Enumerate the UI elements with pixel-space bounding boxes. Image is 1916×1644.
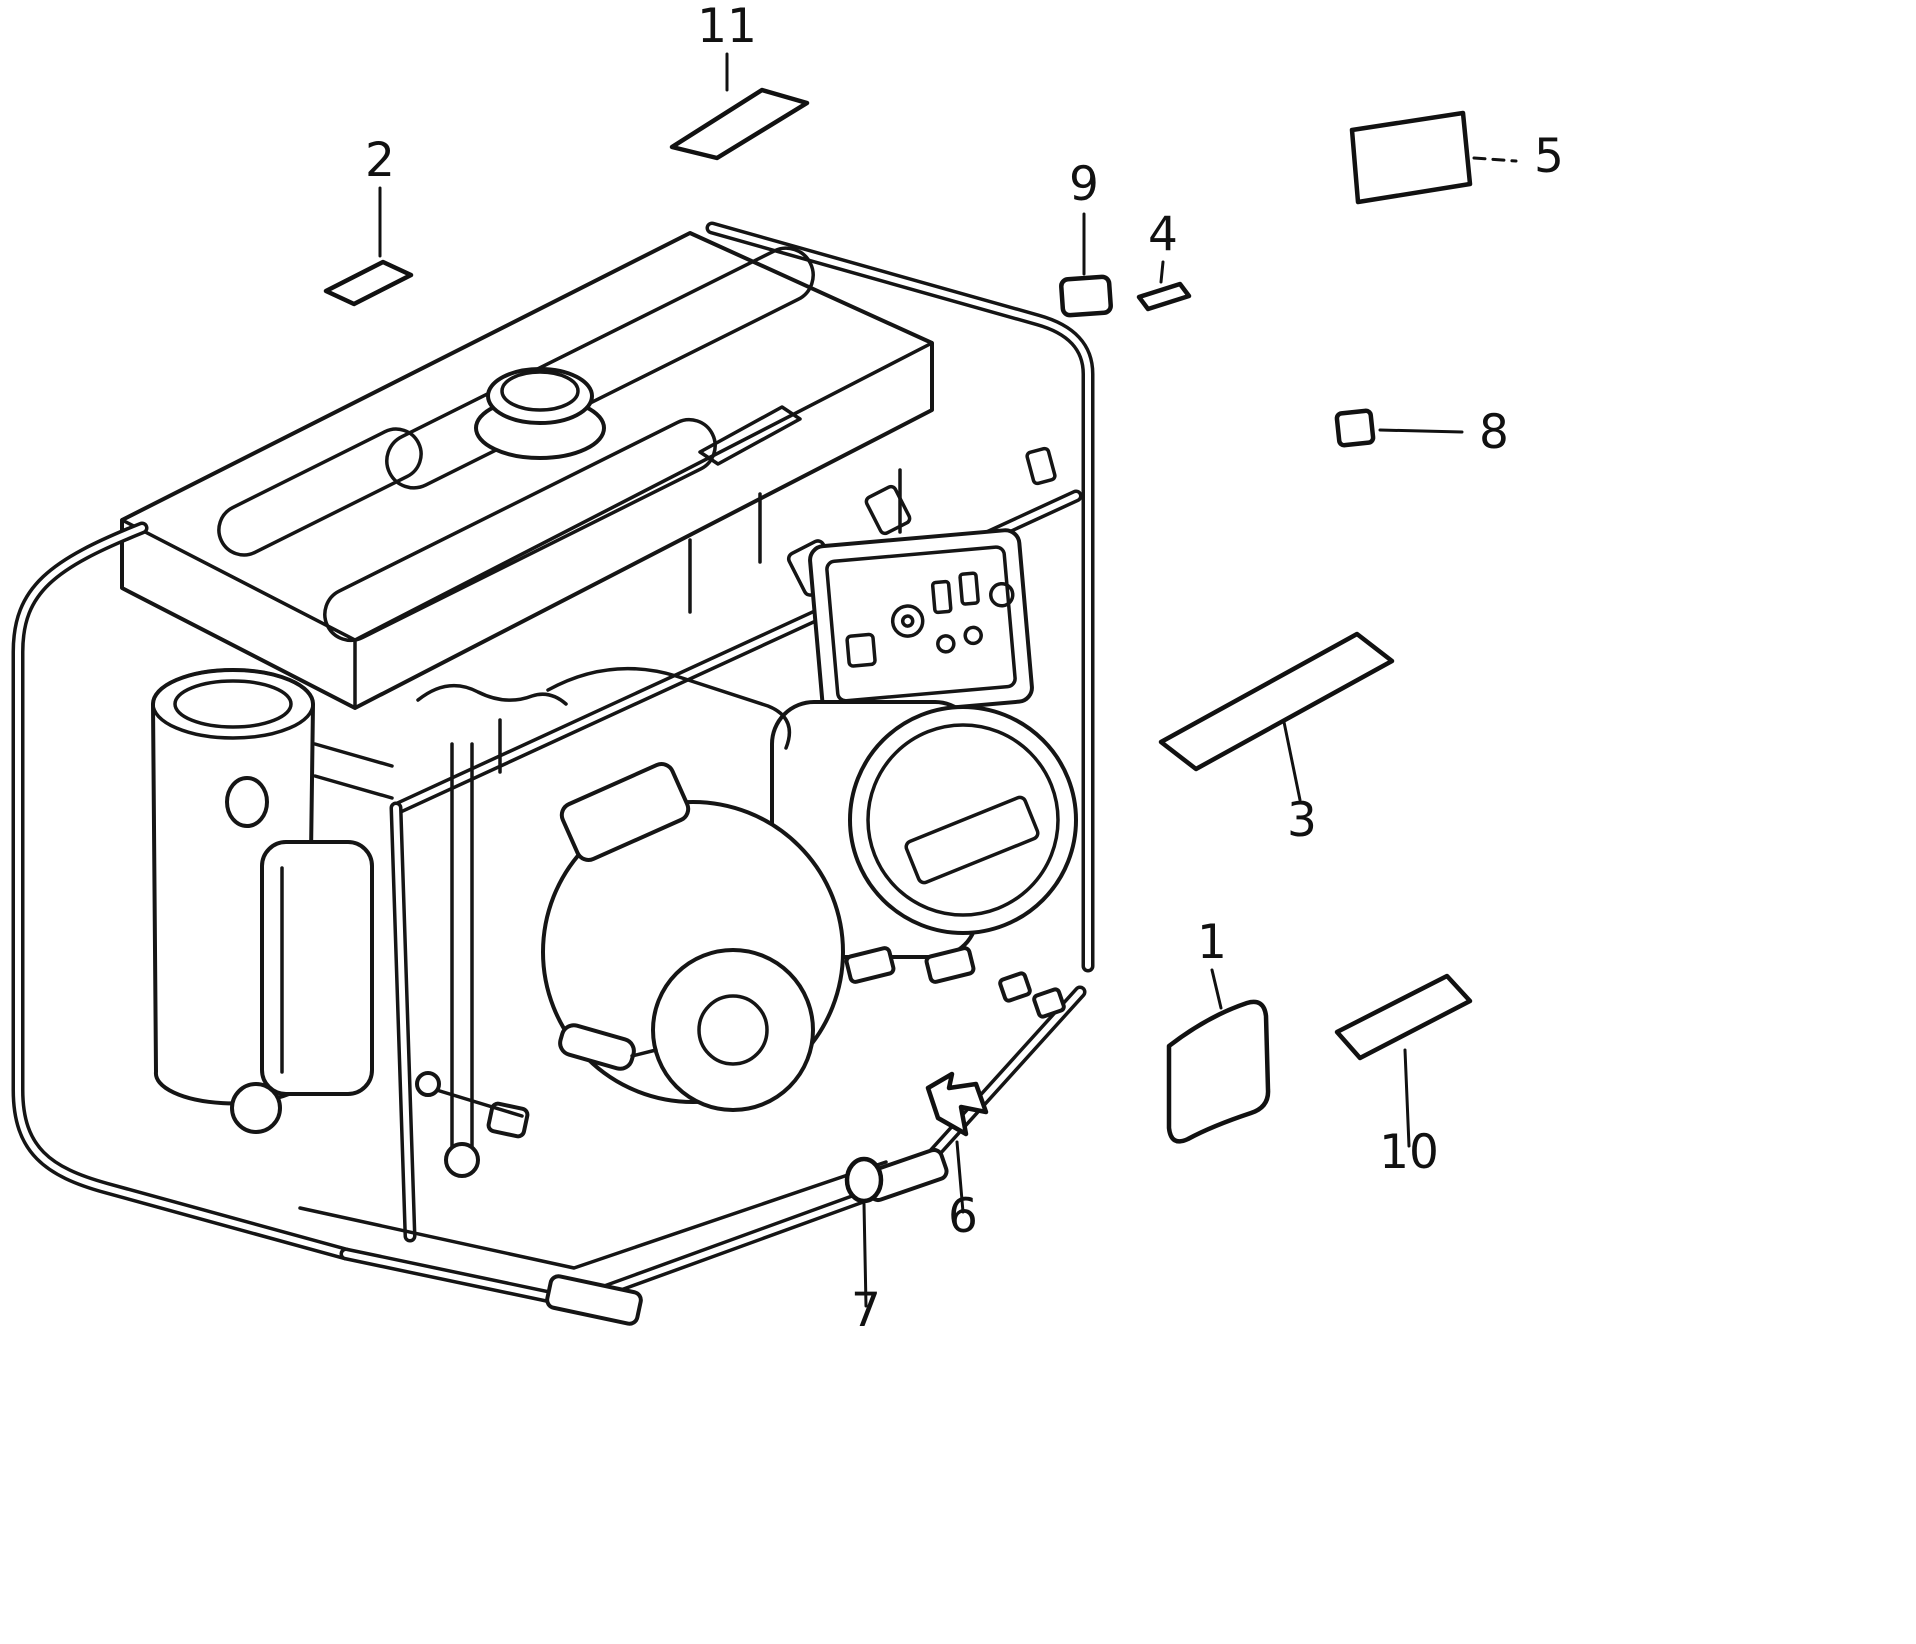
leader-line-4 xyxy=(1159,260,1165,284)
callout-number-2: 2 xyxy=(365,133,395,188)
label-sticker-5 xyxy=(1349,110,1473,205)
callout-number-3: 3 xyxy=(1287,793,1317,848)
fuel-cap xyxy=(474,367,606,460)
callouts: 11 2 9 4 5 8 3 xyxy=(323,0,1564,1338)
label-sticker-11 xyxy=(669,87,810,161)
rubber-foot xyxy=(545,1274,643,1326)
callout-number-8: 8 xyxy=(1479,405,1509,460)
callout-2: 2 xyxy=(323,133,414,307)
callout-9: 9 xyxy=(1059,157,1113,318)
round-decal-7 xyxy=(844,1156,884,1204)
callout-5: 5 xyxy=(1349,110,1564,205)
muffler-unit xyxy=(151,668,394,1134)
callout-6: 6 xyxy=(925,1071,989,1244)
label-sticker-8 xyxy=(1334,408,1376,448)
control-panel xyxy=(808,528,1034,720)
recoil-starter xyxy=(651,948,815,1112)
callout-10: 10 xyxy=(1334,973,1473,1180)
arrow-decal-6 xyxy=(925,1071,989,1137)
fuel-tank xyxy=(120,231,934,710)
callout-7: 7 xyxy=(844,1156,884,1338)
label-sticker-4 xyxy=(1136,281,1192,312)
hoses xyxy=(415,683,568,1178)
callout-number-5: 5 xyxy=(1534,129,1564,184)
panel-outlet xyxy=(845,632,877,668)
leader-line-5 xyxy=(1472,156,1518,163)
callout-number-1: 1 xyxy=(1197,915,1227,970)
callout-1: 1 xyxy=(1166,915,1271,1144)
panel-switch-1 xyxy=(930,579,953,615)
label-sticker-3 xyxy=(1158,631,1395,772)
leader-line-7 xyxy=(862,1202,868,1308)
leader-line-1 xyxy=(1210,968,1223,1010)
panel-switch-2 xyxy=(958,571,980,606)
alternator-name-plate xyxy=(904,795,1040,885)
callout-4: 4 xyxy=(1136,207,1192,312)
label-sticker-10 xyxy=(1334,973,1473,1061)
label-sticker-9 xyxy=(1059,274,1113,318)
callout-number-4: 4 xyxy=(1148,207,1178,262)
callout-3: 3 xyxy=(1158,631,1395,848)
callout-11: 11 xyxy=(669,0,810,161)
engine-plate xyxy=(559,762,691,862)
leader-line-10 xyxy=(1403,1048,1411,1148)
label-sticker-2 xyxy=(323,259,414,307)
engine xyxy=(498,666,845,1112)
front-frame-tubes xyxy=(11,521,1087,1326)
leader-line-8 xyxy=(1378,428,1464,434)
label-sticker-1 xyxy=(1166,999,1271,1144)
leader-line-3 xyxy=(1282,720,1302,802)
generator-illustration xyxy=(11,221,1095,1326)
callout-number-9: 9 xyxy=(1069,157,1099,212)
callout-number-11: 11 xyxy=(697,0,757,54)
rear-fittings xyxy=(688,446,1057,614)
callout-8: 8 xyxy=(1334,405,1509,460)
panel-knob xyxy=(890,604,925,638)
leader-line-6 xyxy=(955,1140,965,1214)
